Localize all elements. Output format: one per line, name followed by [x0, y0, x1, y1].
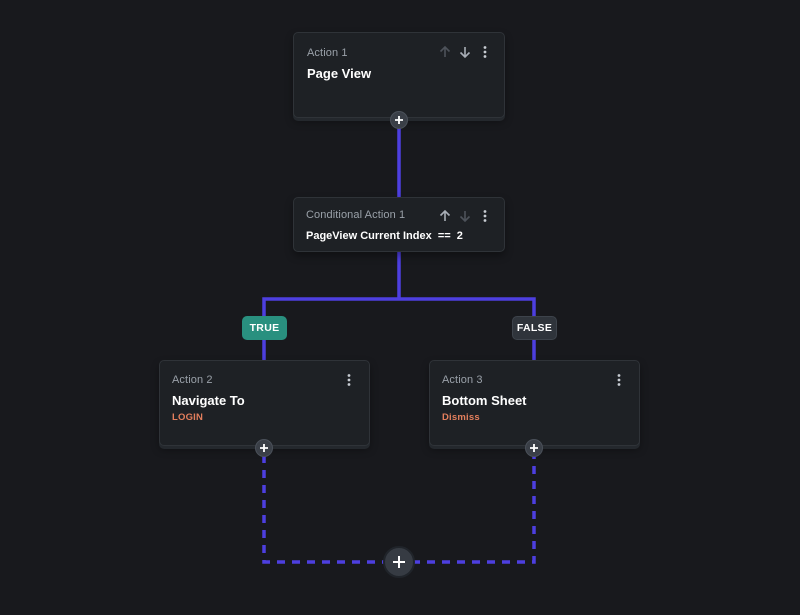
false-branch-badge[interactable]: FALSE	[512, 316, 557, 340]
plus-icon	[395, 116, 403, 124]
action-controls	[438, 45, 492, 59]
arrow-up-icon[interactable]	[438, 45, 452, 59]
condition-expression: PageView Current Index == 2	[306, 230, 463, 242]
action-title: Page View	[307, 66, 372, 81]
more-vertical-icon[interactable]	[612, 373, 626, 387]
action-title: Bottom Sheet	[442, 393, 527, 408]
action-controls	[342, 373, 356, 387]
add-action-button-merge[interactable]	[383, 546, 415, 578]
action-node-page-view[interactable]: Action 1 Page View	[293, 32, 505, 118]
action-kicker: Action 2	[172, 374, 213, 386]
arrow-up-icon[interactable]	[438, 209, 452, 223]
action-controls	[612, 373, 626, 387]
more-vertical-icon[interactable]	[478, 209, 492, 223]
more-vertical-icon[interactable]	[342, 373, 356, 387]
action-node-navigate-to[interactable]: Action 2 Navigate To LOGIN	[159, 360, 370, 446]
add-action-button-after-action1[interactable]	[390, 111, 408, 129]
action-subtitle: LOGIN	[172, 412, 204, 423]
plus-icon	[260, 444, 268, 452]
arrow-down-icon[interactable]	[458, 45, 472, 59]
conditional-controls	[438, 209, 492, 223]
connector-branch-split	[262, 297, 536, 360]
action-subtitle: Dismiss	[442, 412, 480, 423]
action-kicker: Action 3	[442, 374, 483, 386]
action-title: Navigate To	[172, 393, 245, 408]
conditional-kicker: Conditional Action 1	[306, 209, 406, 221]
arrow-down-icon[interactable]	[458, 209, 472, 223]
conditional-action-node[interactable]: Conditional Action 1 PageView Current In…	[293, 197, 505, 252]
add-action-button-after-action3[interactable]	[525, 439, 543, 457]
plus-icon	[530, 444, 538, 452]
true-branch-badge[interactable]: TRUE	[242, 316, 287, 340]
plus-icon	[393, 556, 405, 568]
action-kicker: Action 1	[307, 47, 348, 59]
action-node-bottom-sheet[interactable]: Action 3 Bottom Sheet Dismiss	[429, 360, 640, 446]
add-action-button-after-action2[interactable]	[255, 439, 273, 457]
more-vertical-icon[interactable]	[478, 45, 492, 59]
